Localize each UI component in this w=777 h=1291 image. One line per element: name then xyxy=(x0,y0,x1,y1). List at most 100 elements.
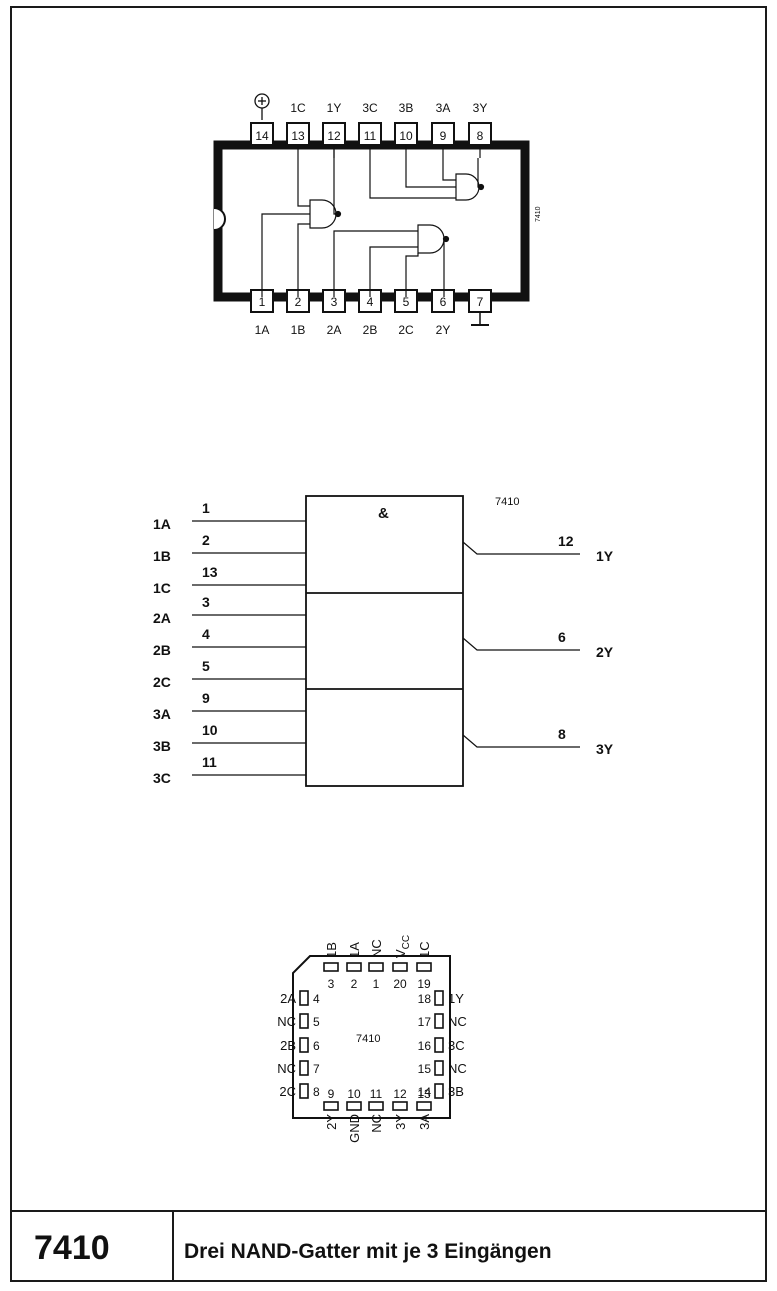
input-label-1A: 1A xyxy=(153,516,171,532)
plcc-pin-6 xyxy=(299,1037,309,1053)
dip-pin-label-3C: 3C xyxy=(362,101,378,115)
plcc-pin-2 xyxy=(346,962,362,972)
plcc-pin-number-10: 10 xyxy=(347,1087,361,1101)
plcc-pin-17 xyxy=(434,1013,444,1029)
plcc-pin-label-1C: 1C xyxy=(417,941,432,958)
plcc-pin-13 xyxy=(416,1101,432,1111)
plcc-pin-number-7: 7 xyxy=(313,1062,320,1076)
dip-pin-label-1B: 1B xyxy=(291,323,306,337)
plcc-pin-7 xyxy=(299,1060,309,1076)
dip-pin-number-2: 2 xyxy=(295,295,302,309)
dip-pin-label-3Y: 3Y xyxy=(473,101,488,115)
plcc-pin-label-3B: 3B xyxy=(448,1084,464,1099)
input-label-3B: 3B xyxy=(153,738,171,754)
dip-internal-wiring xyxy=(261,145,485,297)
dip-pin-number-10: 10 xyxy=(399,129,413,143)
input-pin-4: 4 xyxy=(202,626,210,642)
plcc-pin-label-1A: 1A xyxy=(347,942,362,958)
input-label-1C: 1C xyxy=(153,580,171,596)
plcc-pin-number-4: 4 xyxy=(313,992,320,1006)
output-label-1Y: 1Y xyxy=(596,548,614,564)
and-symbol: & xyxy=(378,505,389,522)
input-label-2B: 2B xyxy=(153,642,171,658)
input-pin-9: 9 xyxy=(202,690,210,706)
dip-pin-number-5: 5 xyxy=(403,295,410,309)
output-line-1Y xyxy=(462,541,580,555)
input-pin-13: 13 xyxy=(202,564,218,580)
plcc-pin-20 xyxy=(392,962,408,972)
plcc-pin-label-3A: 3A xyxy=(417,1114,432,1130)
plcc-pin-14 xyxy=(434,1083,444,1099)
input-label-2A: 2A xyxy=(153,610,171,626)
plcc-pin-12 xyxy=(392,1101,408,1111)
dip-pin-box-7 xyxy=(468,289,492,313)
dip-pin-label-2Y: 2Y xyxy=(436,323,451,337)
plcc-pin-16 xyxy=(434,1037,444,1053)
dip-pin-label-3B: 3B xyxy=(399,101,414,115)
input-pin-3: 3 xyxy=(202,594,210,610)
output-pin-12: 12 xyxy=(558,533,574,549)
plcc-pin-label-2A: 2A xyxy=(280,991,296,1006)
dip-part-label: 7410 xyxy=(535,206,542,222)
input-pin-11: 11 xyxy=(202,754,217,770)
plcc-pin-4 xyxy=(299,990,309,1006)
dip-pin-number-14: 14 xyxy=(255,129,269,143)
plcc-pin-number-17: 17 xyxy=(418,1015,432,1029)
dip-pin-label-1A: 1A xyxy=(255,323,270,337)
plcc-pin-number-3: 3 xyxy=(328,977,335,991)
output-pin-6: 6 xyxy=(558,629,566,645)
logic-part-label: 7410 xyxy=(495,496,519,508)
dip-pin-number-13: 13 xyxy=(291,129,305,143)
plcc-pin-label-NC: NC xyxy=(277,1061,296,1076)
plcc-pin-label-NC: NC xyxy=(369,939,384,958)
plcc-pin-number-8: 8 xyxy=(313,1085,320,1099)
output-line-2Y xyxy=(462,637,580,651)
plcc-pin-5 xyxy=(299,1013,309,1029)
dip-pin-number-12: 12 xyxy=(327,129,341,143)
plcc-pin-11 xyxy=(368,1101,384,1111)
dip-pin-label-2C: 2C xyxy=(398,323,414,337)
dip-pin-number-6: 6 xyxy=(440,295,447,309)
plcc-pin-19 xyxy=(416,962,432,972)
plcc-pin-label-GND: GND xyxy=(347,1114,362,1143)
plcc-part-label: 7410 xyxy=(356,1033,380,1045)
plcc-pin-number-9: 9 xyxy=(328,1087,335,1101)
plcc-pin-3 xyxy=(323,962,339,972)
plcc-pin-number-2: 2 xyxy=(351,977,358,991)
dip-pin-number-8: 8 xyxy=(477,129,484,143)
dip-pin-label-1C: 1C xyxy=(290,101,306,115)
plcc-pin-number-5: 5 xyxy=(313,1015,320,1029)
dip-pin-box-14 xyxy=(250,122,274,146)
footer-divider xyxy=(172,1212,174,1282)
plcc-pin-label-NC: NC xyxy=(277,1014,296,1029)
plcc-pin-number-14: 14 xyxy=(418,1085,432,1099)
dip-notch xyxy=(213,207,226,231)
plcc-pin-number-1: 1 xyxy=(373,977,380,991)
input-pin-10: 10 xyxy=(202,722,218,738)
plcc-pin-1 xyxy=(368,962,384,972)
footer-bar: 7410 Drei NAND-Gatter mit je 3 Eingängen xyxy=(12,1210,765,1282)
dip-package-body xyxy=(213,140,530,302)
input-pin-2: 2 xyxy=(202,532,210,548)
plcc-pin-label-1Y: 1Y xyxy=(448,991,464,1006)
plcc-pin-15 xyxy=(434,1060,444,1076)
part-description: Drei NAND-Gatter mit je 3 Eingängen xyxy=(184,1240,552,1263)
plcc-pin-number-18: 18 xyxy=(418,992,432,1006)
plcc-pin-label-1B: 1B xyxy=(324,942,339,958)
dip-pin-number-4: 4 xyxy=(367,295,374,309)
output-label-2Y: 2Y xyxy=(596,644,614,660)
plcc-pin-label-3C: 3C xyxy=(448,1038,465,1053)
plcc-pin-number-15: 15 xyxy=(418,1062,432,1076)
input-pin-1: 1 xyxy=(202,500,210,516)
dip-pin-label-2A: 2A xyxy=(327,323,342,337)
dip-pin-number-1: 1 xyxy=(259,295,266,309)
plcc-pin-number-16: 16 xyxy=(418,1039,432,1053)
dip-pin-number-7: 7 xyxy=(477,295,484,309)
plcc-pin-number-6: 6 xyxy=(313,1039,320,1053)
dip-pin-label-1Y: 1Y xyxy=(327,101,342,115)
plcc-pin-number-20: 20 xyxy=(393,977,407,991)
plcc-pin-label-2C: 2C xyxy=(279,1084,296,1099)
part-number: 7410 xyxy=(34,1229,110,1267)
